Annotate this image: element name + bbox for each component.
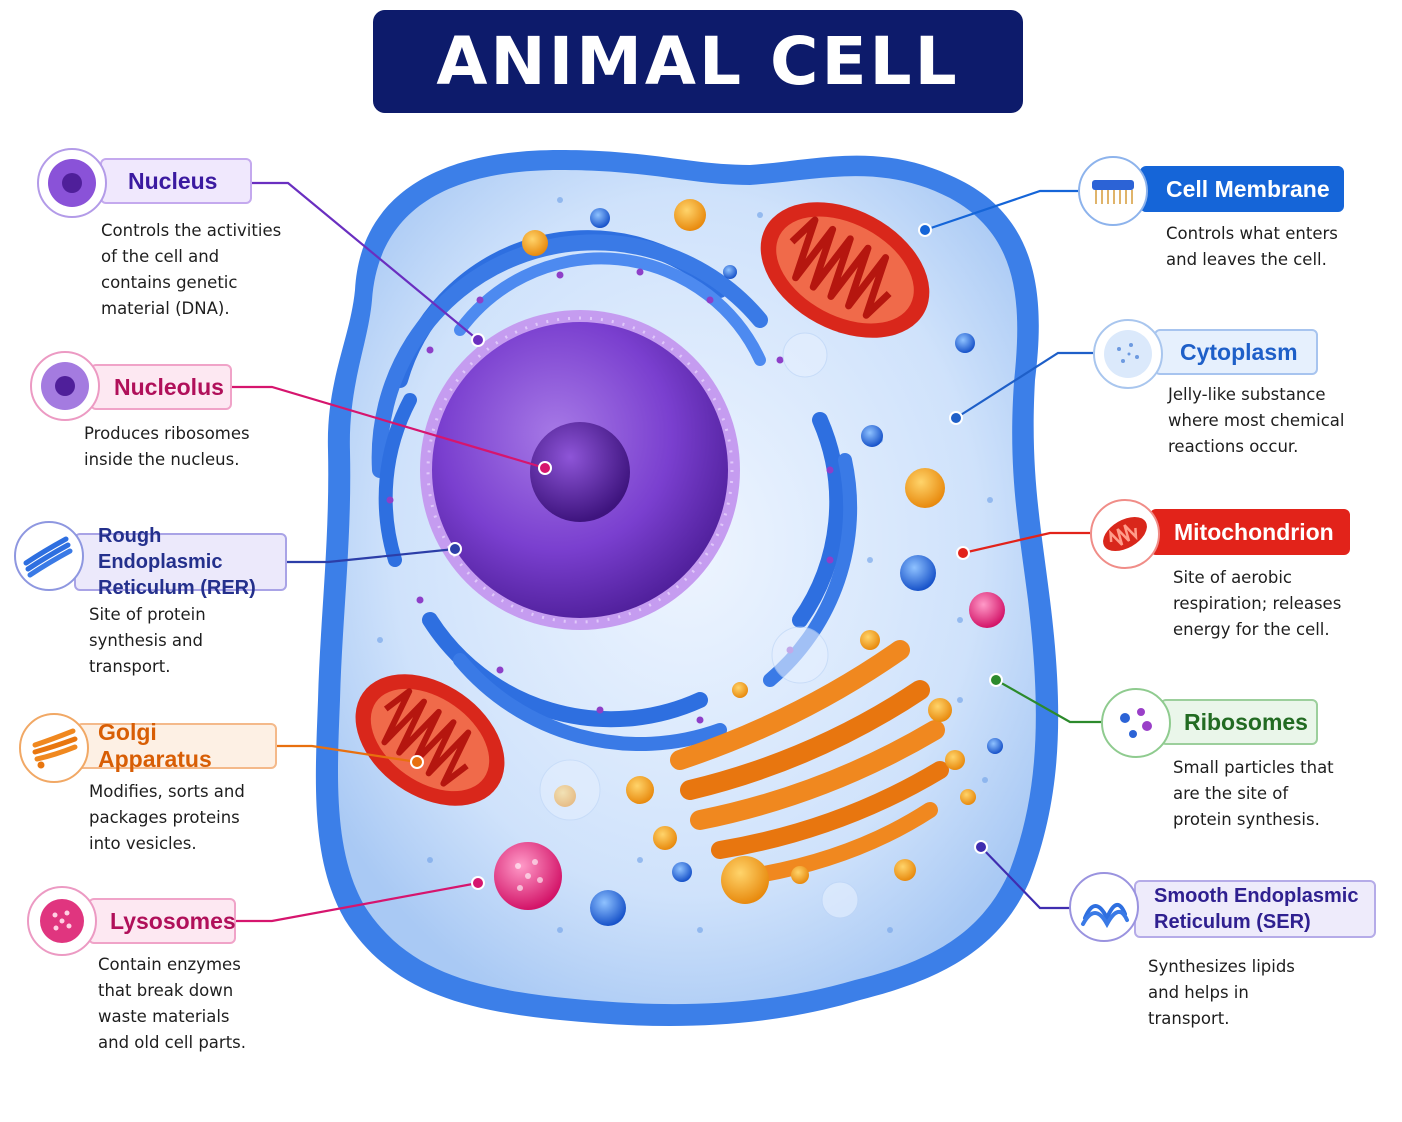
nucleus-description: Controls the activities of the cell and …: [101, 221, 282, 318]
nucleus-label: Nucleus: [100, 158, 252, 204]
lysosome-shape: [494, 592, 1005, 910]
title-banner: ANIMAL CELL: [373, 10, 1023, 113]
ribosomes-label: Ribosomes: [1160, 699, 1318, 745]
mitochondrion-icon: [1090, 499, 1160, 569]
smooth-er-icon: [1069, 872, 1139, 942]
ribosomes-label-text: Ribosomes: [1184, 708, 1308, 735]
nucleus-icon: [37, 148, 107, 218]
golgi-label: Golgi Apparatus: [76, 719, 277, 772]
mitochondrion-description: Site of aerobic respiration; releases en…: [1173, 568, 1342, 639]
lysosomes-description: Contain enzymes that break down waste ma…: [98, 955, 247, 1052]
cell-membrane-label: Cell Membrane: [1140, 166, 1344, 212]
nucleolus-description: Produces ribosomes inside the nucleus.: [84, 424, 250, 469]
cell-membrane-leader: [918, 189, 1080, 237]
nucleus-shape: [420, 310, 740, 630]
cytoplasm-label-text: Cytoplasm: [1180, 338, 1298, 365]
cell-membrane-description: Controls what enters and leaves the cell…: [1166, 224, 1338, 269]
ribosomes-icon: [1101, 688, 1171, 758]
cytoplasm-label: Cytoplasm: [1154, 329, 1318, 375]
golgi-description: Modifies, sorts and packages proteins in…: [89, 782, 245, 853]
rough-er-icon: [14, 521, 84, 591]
cytoplasm-icon: [1093, 319, 1163, 389]
lysosome-icon: [27, 886, 97, 956]
page-title: ANIMAL CELL: [436, 23, 960, 100]
ribosome-dots: [522, 199, 1003, 926]
cytoplasm-leader: [949, 351, 1093, 425]
ser-label-text: Smooth Endoplasmic Reticulum (SER): [1154, 885, 1359, 933]
rer-leader: [287, 542, 462, 564]
mitochondrion-shape-upper: [760, 202, 930, 338]
lysosomes-label: Lysosomes: [88, 898, 236, 944]
nucleolus-label: Nucleolus: [90, 364, 232, 410]
golgi-icon: [19, 713, 89, 783]
golgi-shape: [626, 630, 965, 904]
nucleolus-label-text: Nucleolus: [114, 373, 224, 400]
membrane-icon: [1078, 156, 1148, 226]
lysosomes-label-text: Lysosomes: [110, 907, 236, 934]
mitochondrion-shape-lower: [355, 674, 505, 806]
nucleolus-shape: [530, 422, 630, 522]
rer-label-text: Rough Endoplasmic Reticulum (RER): [98, 525, 256, 599]
lysosomes-leader: [236, 876, 485, 923]
nucleus-label-text: Nucleus: [128, 167, 218, 194]
golgi-label-text: Golgi Apparatus: [98, 719, 212, 772]
mitochondrion-label: Mitochondrion: [1150, 509, 1350, 555]
nucleolus-icon: [30, 351, 100, 421]
cell-membrane-label-text: Cell Membrane: [1166, 175, 1330, 202]
mitochondrion-label-text: Mitochondrion: [1174, 518, 1334, 545]
nucleus-leader: [252, 181, 485, 347]
rough-er-shape: [371, 230, 858, 751]
rer-description: Site of protein synthesis and transport.: [89, 605, 206, 676]
mitochondrion-leader: [956, 531, 1090, 560]
nucleolus-leader: [232, 385, 552, 475]
golgi-leader: [277, 744, 424, 769]
ser-leader: [974, 840, 1070, 910]
ribosomes-description: Small particles that are the site of pro…: [1173, 758, 1334, 829]
ser-description: Synthesizes lipids and helps in transpor…: [1148, 957, 1295, 1028]
ser-label: Smooth Endoplasmic Reticulum (SER): [1134, 880, 1376, 938]
rer-label: Rough Endoplasmic Reticulum (RER): [74, 525, 287, 599]
cytoplasm-description: Jelly-like substance where most chemical…: [1168, 385, 1345, 456]
ribosomes-leader: [989, 673, 1103, 724]
